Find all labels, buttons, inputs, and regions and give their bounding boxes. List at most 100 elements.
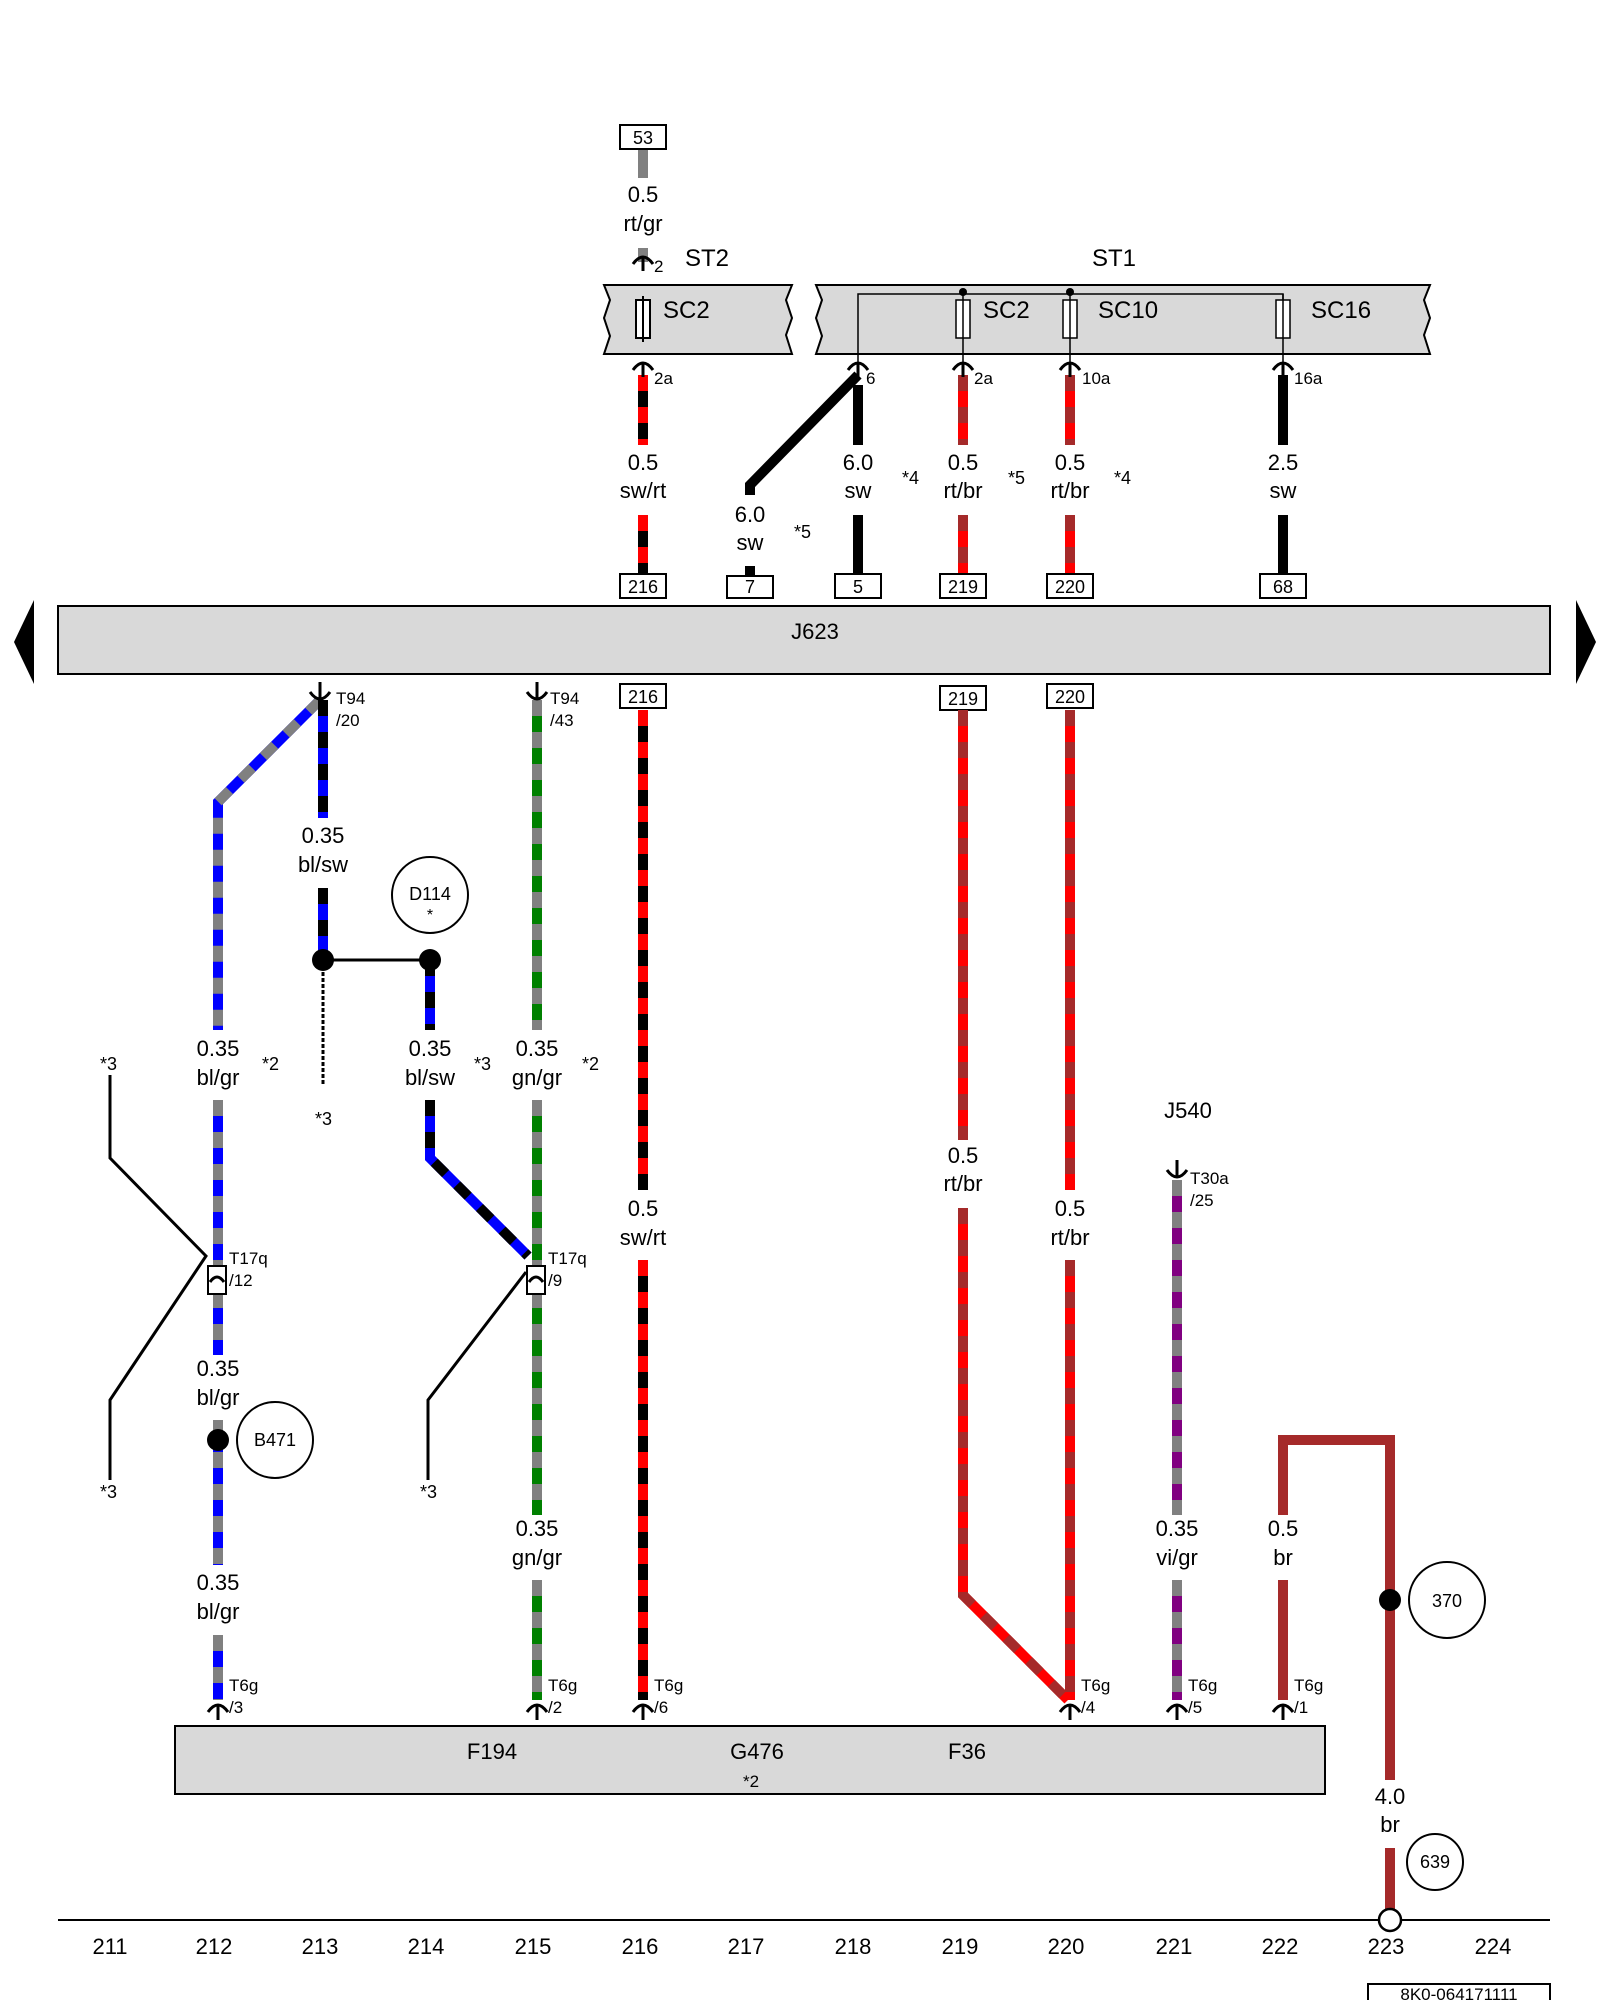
wire-size-gn-gr-1: 0.35 <box>516 1036 559 1061</box>
pin-t94-20: T94 <box>336 689 365 708</box>
plug-68-top: 68 <box>1273 577 1293 597</box>
drawing-id: 8K0-064171111 <box>1400 1985 1517 2000</box>
plug-220-top: 220 <box>1055 577 1085 597</box>
plug-7-top: 7 <box>745 577 755 597</box>
wire-size-gn-gr-2: 0.35 <box>516 1516 559 1541</box>
wire-color-219-top: rt/br <box>943 478 982 503</box>
wire-bl-sw-2 <box>425 960 532 1260</box>
svg-text:218: 218 <box>835 1934 872 1959</box>
nav-right-arrow[interactable] <box>1576 600 1596 684</box>
note-3-215-bottom: *3 <box>420 1482 437 1502</box>
pin-label-st1-2a: 2a <box>974 369 993 388</box>
wire-note-220-top: *4 <box>1114 468 1131 488</box>
terminal-53-box <box>619 124 667 150</box>
svg-text:214: 214 <box>408 1934 445 1959</box>
wire-color-bl-gr-2: bl/gr <box>197 1385 240 1410</box>
wire-color-sw-rt-lower: sw/rt <box>620 1225 666 1250</box>
wire-color-vi-gr: vi/gr <box>1156 1545 1198 1570</box>
ref-d114 <box>391 856 469 934</box>
wire-size-vi-gr: 0.35 <box>1156 1516 1199 1541</box>
node-370 <box>1379 1589 1401 1611</box>
wire-color-68: sw <box>1270 478 1297 503</box>
connector-j540-label: J540 <box>1164 1098 1212 1123</box>
top-wire-7 <box>745 371 862 495</box>
connector-t17q-12-sub: /12 <box>229 1271 253 1290</box>
pin-t6g-6-sub: /6 <box>654 1698 668 1717</box>
svg-text:224: 224 <box>1475 1934 1512 1959</box>
wire-color-br-0-5: br <box>1273 1545 1293 1570</box>
wire-note-gn-gr-1: *2 <box>582 1054 599 1074</box>
wire-size-216-top: 0.5 <box>628 450 659 475</box>
wire-size-rt-br-219: 0.5 <box>948 1143 979 1168</box>
wire-bl-gr-main <box>213 696 324 1700</box>
pin-t6g-5: T6g <box>1188 1676 1217 1695</box>
svg-text:219: 219 <box>942 1934 979 1959</box>
wire-note-5: *4 <box>902 468 919 488</box>
wire-rt-br-219 <box>958 710 1072 1704</box>
pin-t6g-1-sub: /1 <box>1294 1698 1308 1717</box>
ref-639 <box>1406 1833 1464 1891</box>
wire-color-rt-gr: rt/gr <box>623 211 662 236</box>
svg-text:215: 215 <box>515 1934 552 1959</box>
wire-color-gn-gr-2: gn/gr <box>512 1545 562 1570</box>
plug-220-bottom: 220 <box>1055 687 1085 707</box>
wire-size-rt-br-220: 0.5 <box>1055 1196 1086 1221</box>
wire-size-7: 6.0 <box>735 502 766 527</box>
wire-size-bl-sw-1: 0.35 <box>302 823 345 848</box>
pin-t94-20-sub: /20 <box>336 711 360 730</box>
fuse-sc10-st1-label: SC10 <box>1098 297 1158 324</box>
svg-text:222: 222 <box>1262 1934 1299 1959</box>
relay-panel-st1-label: ST1 <box>1092 245 1136 272</box>
wire-size-5: 6.0 <box>843 450 874 475</box>
ground-point-223 <box>1377 1907 1403 1933</box>
wire-note-7: *5 <box>794 522 811 542</box>
wire-note-bl-sw-2: *3 <box>474 1054 491 1074</box>
bottom-module <box>174 1725 1326 1795</box>
wire-color-216-top: sw/rt <box>620 478 666 503</box>
nav-left-arrow[interactable] <box>14 600 34 684</box>
wire-size-br-4-0: 4.0 <box>1375 1784 1406 1809</box>
wire-note-bl-gr-1: *2 <box>262 1054 279 1074</box>
wire-color-220-top: rt/br <box>1050 478 1089 503</box>
pin-t6g-4-sub: /4 <box>1081 1698 1095 1717</box>
wire-size-68: 2.5 <box>1268 450 1299 475</box>
fuse-sc2-st1-label: SC2 <box>983 297 1030 324</box>
wire-size-bl-gr-3: 0.35 <box>197 1570 240 1595</box>
wire-color-7: sw <box>737 530 764 555</box>
drawing-id-box <box>1367 1983 1551 2000</box>
svg-text:211: 211 <box>92 1934 127 1959</box>
connector-t17q-9-sub: /9 <box>548 1271 562 1290</box>
plug-216-bottom: 216 <box>628 687 658 707</box>
wire-color-bl-sw-2: bl/sw <box>405 1065 455 1090</box>
lower-plug-boxes <box>619 683 1094 711</box>
wire-color-bl-gr-1: bl/gr <box>197 1065 240 1090</box>
svg-text:220: 220 <box>1048 1934 1085 1959</box>
svg-text:216: 216 <box>622 1934 659 1959</box>
shield-line-212 <box>108 1075 208 1480</box>
bottom-module-f36: F36 <box>948 1739 986 1764</box>
pin-label-st1-10a: 10a <box>1082 369 1111 388</box>
wire-color-rt-br-219: rt/br <box>943 1171 982 1196</box>
note-3-213: *3 <box>315 1109 332 1129</box>
plug-216-top: 216 <box>628 577 658 597</box>
pin-t6g-4: T6g <box>1081 1676 1110 1695</box>
plug-5-top: 5 <box>853 577 863 597</box>
bottom-module-f194: F194 <box>467 1739 517 1764</box>
ref-370 <box>1408 1561 1486 1639</box>
relay-panel-st2-label: ST2 <box>685 245 729 272</box>
wire-size-sw-rt-lower: 0.5 <box>628 1196 659 1221</box>
pin-label-st1-16a: 16a <box>1294 369 1323 388</box>
shield-line-215 <box>426 1271 528 1480</box>
connector-t30a-label: T30a <box>1190 1169 1229 1188</box>
pin-t6g-1: T6g <box>1294 1676 1323 1695</box>
terminal-53-label: 53 <box>633 128 653 148</box>
top-plug-boxes <box>619 573 1307 599</box>
control-unit-j623 <box>57 605 1551 675</box>
wire-size-bl-gr-1: 0.35 <box>197 1036 240 1061</box>
wire-color-rt-br-220: rt/br <box>1050 1225 1089 1250</box>
wire-size-bl-gr-2: 0.35 <box>197 1356 240 1381</box>
wire-size-rt-gr: 0.5 <box>628 182 659 207</box>
pin-t94-43-sub: /43 <box>550 711 574 730</box>
note-3-212-top: *3 <box>100 1054 117 1074</box>
